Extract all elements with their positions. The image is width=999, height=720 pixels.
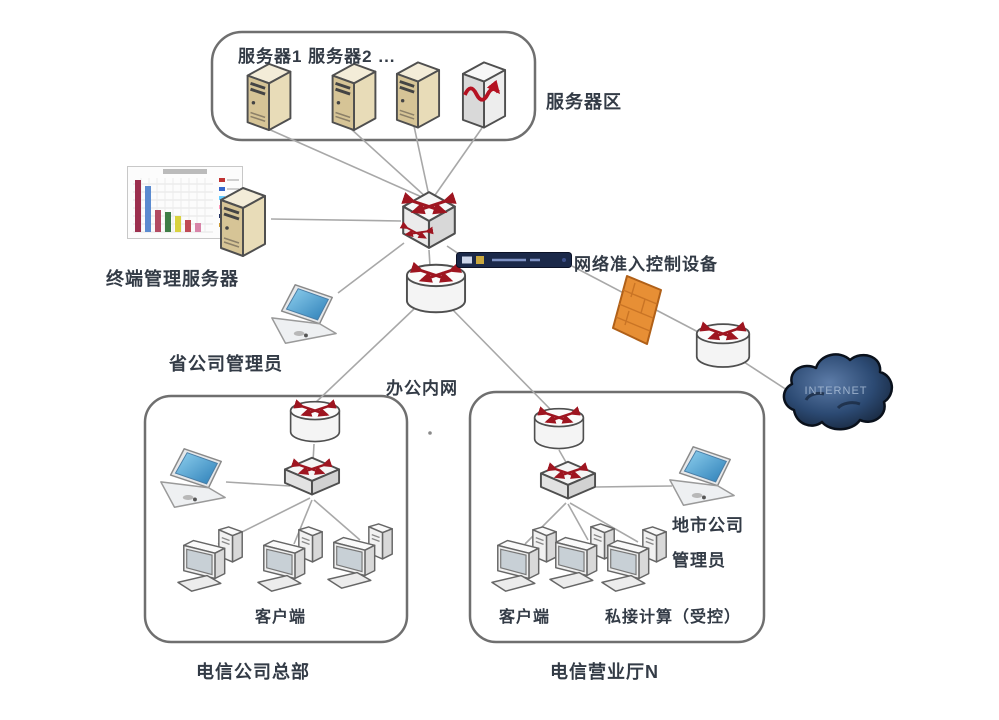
link-hall-switch-pc2 <box>567 503 589 541</box>
link-server1-core-switch <box>265 127 425 199</box>
link-terminal-server-core-switch <box>270 218 402 222</box>
province-admin-laptop-icon <box>271 284 337 344</box>
core-switch-icon <box>403 192 455 248</box>
city-admin-label-line1: 地市公司 <box>672 516 744 535</box>
link-core-switch-core-router <box>428 249 431 267</box>
nac-appliance-icon <box>456 252 572 268</box>
server-row-label: 服务器1 服务器2 ... <box>238 47 396 66</box>
edge-router-icon <box>697 324 750 367</box>
link-server2-core-switch <box>349 127 428 199</box>
core-router-icon <box>407 265 465 312</box>
hq-client-label: 客户端 <box>255 609 307 626</box>
link-core-router-hq-router <box>313 308 415 405</box>
internet-cloud-label: INTERNET <box>805 385 868 397</box>
province-admin-label: 省公司管理员 <box>169 354 283 374</box>
city-admin-label-line2: 管理员 <box>672 551 726 570</box>
link-edge-router-cloud <box>743 361 791 393</box>
server-zone-label: 服务器区 <box>546 92 622 112</box>
link-server3-core-switch <box>413 125 430 197</box>
link-hq-laptop-hq-switch <box>225 481 291 487</box>
link-hq-switch-pc3 <box>313 499 361 541</box>
link-hall-switch-private-pc <box>569 502 639 543</box>
period-mark <box>428 431 432 435</box>
hall-private-pc-label: 私接计算（受控） <box>605 609 742 626</box>
hall-title-label: 电信营业厅N <box>550 662 659 682</box>
server-4-replication-icon <box>463 62 505 127</box>
link-hall-router-hall-switch <box>558 449 568 465</box>
server-1-icon <box>246 62 292 132</box>
hq-title-label: 电信公司总部 <box>196 662 310 682</box>
link-hall-switch-laptop <box>595 485 673 488</box>
nac-device-label: 网络准入控制设备 <box>574 255 718 274</box>
terminal-management-server-icon <box>219 186 267 258</box>
hall-client-label: 客户端 <box>499 609 551 626</box>
link-hall-switch-pc1 <box>524 502 567 545</box>
link-core-router-hall-router <box>448 305 554 413</box>
hall-router-icon <box>535 409 584 449</box>
office-intranet-label: 办公内网 <box>386 379 458 398</box>
link-hq-switch-pc2 <box>293 499 313 545</box>
server-2-icon <box>331 62 377 132</box>
hq-router-icon <box>291 402 340 442</box>
link-server4-core-switch <box>432 127 483 199</box>
link-province-laptop-core-switch <box>337 242 405 294</box>
firewall-icon <box>612 275 662 345</box>
terminal-server-label: 终端管理服务器 <box>106 269 239 289</box>
server-3-icon <box>395 60 441 130</box>
